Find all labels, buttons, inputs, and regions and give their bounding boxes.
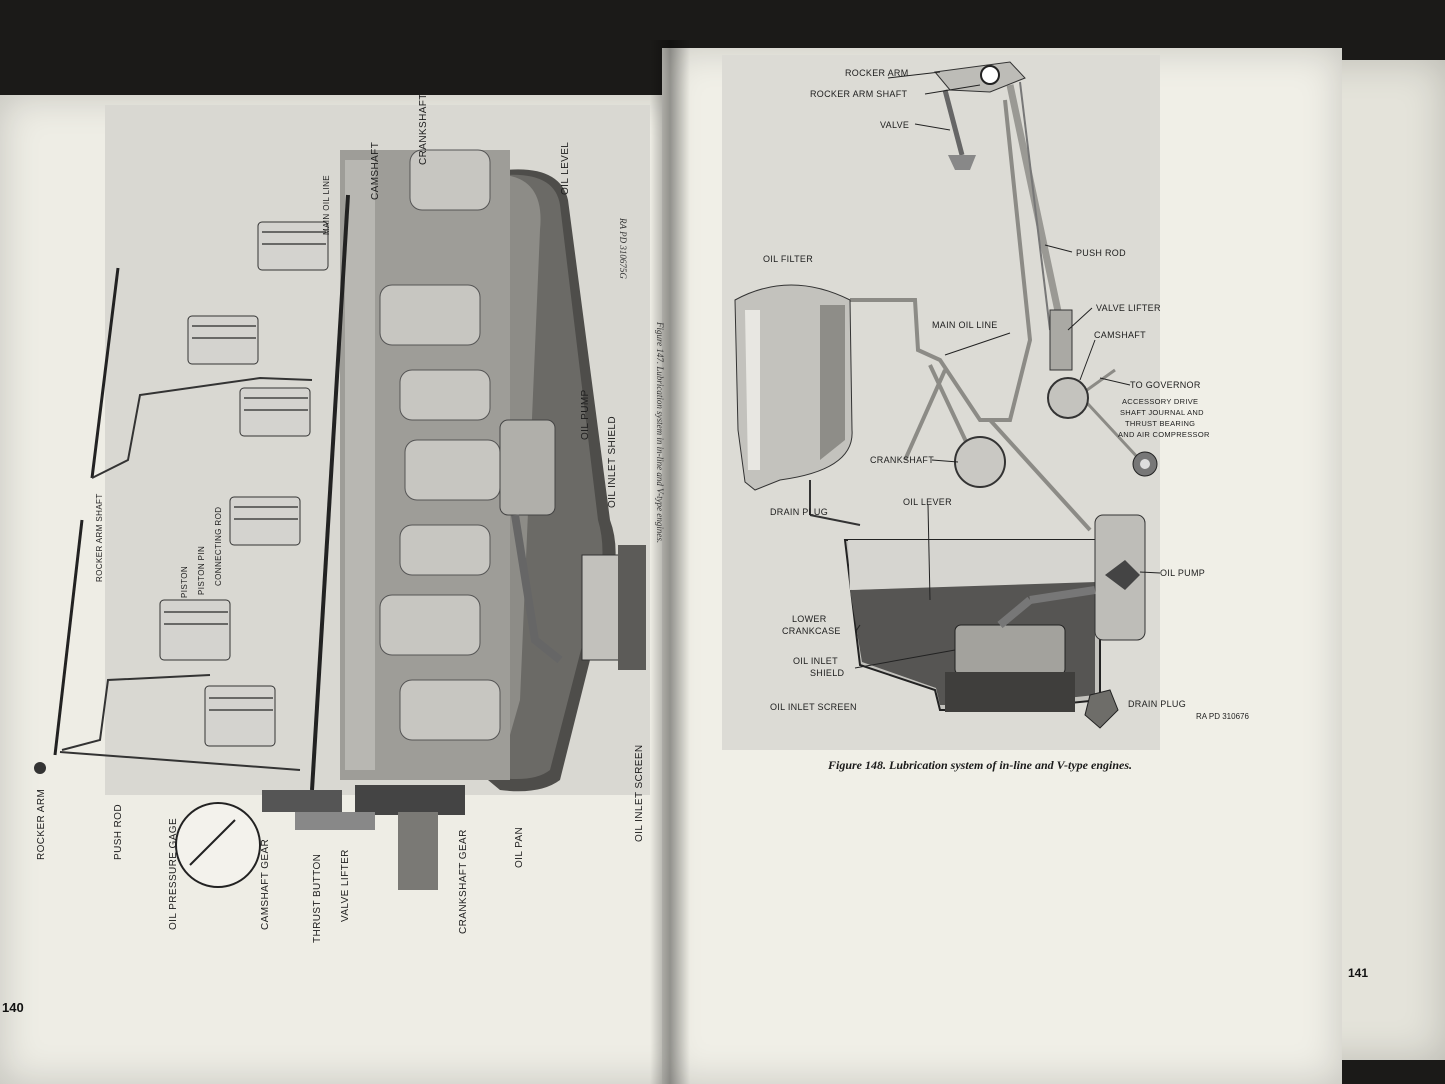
- right-figure-caption: Figure 148. Lubrication system of in-lin…: [828, 758, 1133, 772]
- push-rod: [59, 751, 301, 771]
- label-drain-plug-top: DRAIN PLUG: [770, 507, 829, 517]
- oil-pump-shape: [499, 419, 556, 516]
- camshaft-gear-shape: [262, 790, 342, 812]
- label-to-governor: TO GOVERNOR: [1130, 380, 1201, 390]
- label-oil-inlet-shield-2: SHIELD: [810, 668, 845, 678]
- label-push-rod-right: PUSH ROD: [1076, 248, 1126, 258]
- label-valve-lifter-right: VALVE LIFTER: [1096, 303, 1161, 313]
- camshaft-lobe: [1047, 377, 1089, 419]
- label-oil-filter: OIL FILTER: [763, 254, 814, 264]
- crankshaft-disc: [954, 436, 1006, 488]
- label-main-oil-line-right: MAIN OIL LINE: [932, 320, 998, 330]
- label-rocker-arm-shaft-right: ROCKER ARM SHAFT: [810, 89, 908, 99]
- book-gutter: [650, 40, 690, 1084]
- oil-inlet-shield-shape-right: [954, 624, 1066, 676]
- right-figure-credit: RA PD 310676: [1196, 712, 1249, 721]
- label-lower-crankcase-1: LOWER: [792, 614, 827, 624]
- label-accessory-line-1: ACCESSORY DRIVE: [1122, 397, 1199, 406]
- main-oil-line: [310, 194, 350, 791]
- page-number-right: 141: [1348, 966, 1369, 980]
- crank-throws: [379, 149, 501, 741]
- label-oil-lever: OIL LEVER: [903, 497, 952, 507]
- oil-inlet-shield-shape: [581, 554, 621, 661]
- crankshaft-gear-shape: [355, 785, 465, 815]
- page-number-left: 140: [2, 1000, 24, 1015]
- label-accessory-line-3: THRUST BEARING: [1125, 419, 1196, 428]
- pistons: [159, 221, 329, 747]
- rocker-arm-shape: [934, 61, 1026, 93]
- label-oil-pump-right: OIL PUMP: [1160, 568, 1206, 578]
- main-oil-line-shape: [850, 99, 1033, 422]
- label-crankshaft-right: CRANKSHAFT: [870, 455, 935, 465]
- label-oil-inlet-screen-right: OIL INLET SCREEN: [770, 702, 857, 712]
- left-engine-illustration: [34, 149, 646, 890]
- label-valve-right: VALVE: [880, 120, 910, 130]
- label-accessory-line-2: SHAFT JOURNAL AND: [1120, 408, 1204, 417]
- label-lower-crankcase-2: CRANKCASE: [782, 626, 841, 636]
- label-oil-inlet-shield-1: OIL INLET: [793, 656, 838, 666]
- oil-pressure-gage-dial: [175, 802, 261, 888]
- crankshaft-end: [398, 812, 438, 890]
- label-camshaft-right: CAMSHAFT: [1094, 330, 1146, 340]
- rocker-arm-shaft-upper: [90, 267, 120, 479]
- label-rocker-arm-right: ROCKER ARM: [845, 68, 909, 78]
- rocker-arm-shaft-lower: [53, 519, 84, 756]
- label-accessory-line-4: AND AIR COMPRESSOR: [1118, 430, 1210, 439]
- valve-stem: [942, 89, 965, 156]
- label-drain-plug-bottom: DRAIN PLUG: [1128, 699, 1187, 709]
